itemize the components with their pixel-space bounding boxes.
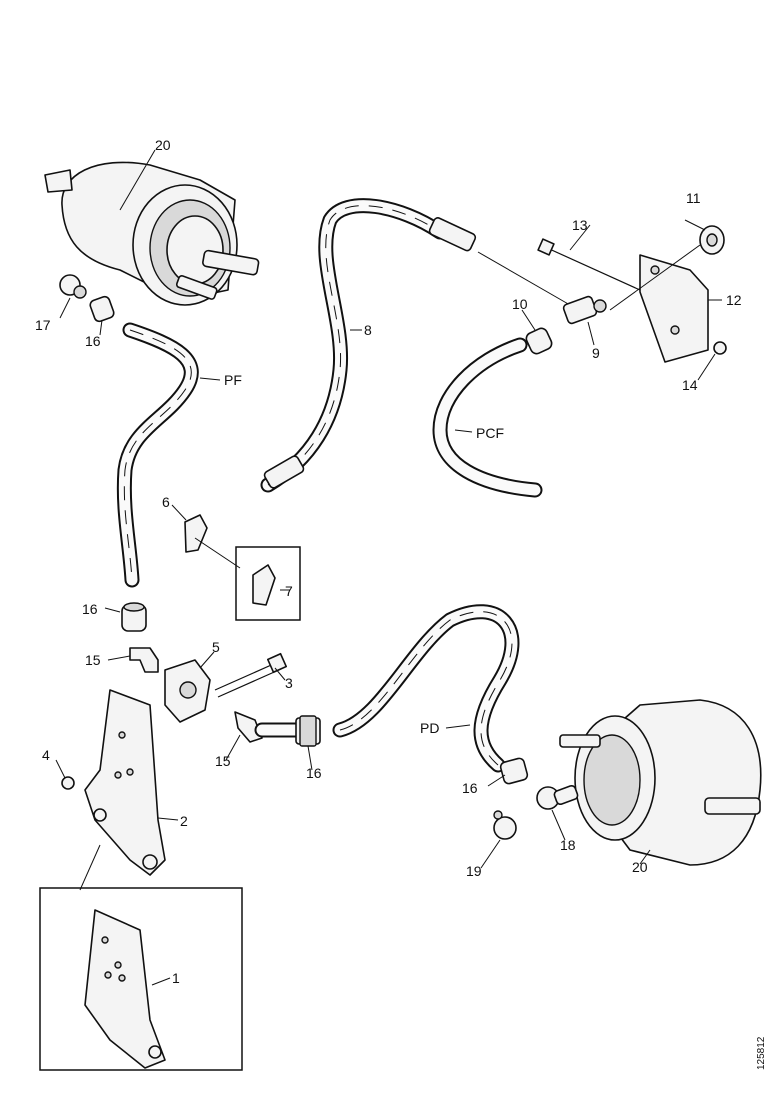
label-18: 18 xyxy=(560,837,576,853)
valve-5 xyxy=(164,659,211,723)
fitting-10 xyxy=(525,327,553,355)
label-19: 19 xyxy=(466,863,482,879)
bolt-13 xyxy=(537,238,641,291)
fitting-17 xyxy=(59,274,87,299)
label-1: 1 xyxy=(172,970,180,986)
connector-16-middle xyxy=(295,715,321,747)
label-6: 6 xyxy=(162,494,170,510)
label-pd: PD xyxy=(420,720,439,736)
fitting-16-mid-left xyxy=(121,602,147,632)
fitting-19 xyxy=(493,810,517,840)
label-12: 12 xyxy=(726,292,742,308)
label-17: 17 xyxy=(35,317,51,333)
label-8: 8 xyxy=(364,322,372,338)
brake-chamber-top-left xyxy=(44,161,260,306)
label-9: 9 xyxy=(592,345,600,361)
label-14: 14 xyxy=(682,377,698,393)
fitting-9 xyxy=(562,295,607,325)
elbow-6 xyxy=(184,514,208,553)
elbow-15-lower xyxy=(234,711,263,743)
nut-4 xyxy=(61,776,75,790)
label-15-left: 15 xyxy=(85,652,101,668)
brake-chamber-lower-right xyxy=(559,699,762,866)
hose-8 xyxy=(260,198,477,493)
label-5: 5 xyxy=(212,639,220,655)
label-3: 3 xyxy=(285,675,293,691)
fitting-16-lower-right xyxy=(499,757,529,785)
label-11: 11 xyxy=(686,190,701,206)
label-7: 7 xyxy=(285,583,293,599)
reference-number: 125812 xyxy=(756,1036,767,1070)
bracket-12 xyxy=(639,254,709,363)
bolt-3 xyxy=(214,652,288,698)
label-20-top: 20 xyxy=(155,137,171,153)
hose-pcf xyxy=(432,337,543,498)
fitting-16-top xyxy=(89,295,115,323)
hose-pf xyxy=(116,322,199,588)
bracket-2 xyxy=(84,689,166,876)
label-4: 4 xyxy=(42,747,50,763)
label-13: 13 xyxy=(572,217,588,233)
detail-box-1 xyxy=(39,844,243,1071)
elbow-15-left xyxy=(129,647,159,673)
label-16-lower-right: 16 xyxy=(462,780,478,796)
nut-14 xyxy=(713,341,727,355)
label-15-lower: 15 xyxy=(215,753,231,769)
label-16-top: 16 xyxy=(85,333,101,349)
label-20-lower: 20 xyxy=(632,859,648,875)
label-16-mid-left: 16 xyxy=(82,601,98,617)
label-16-middle: 16 xyxy=(306,765,322,781)
washer-11 xyxy=(699,225,725,255)
hose-pd xyxy=(254,604,520,773)
label-pf: PF xyxy=(224,372,242,388)
detail-box-7 xyxy=(194,537,301,621)
label-2: 2 xyxy=(180,813,188,829)
label-10: 10 xyxy=(512,296,528,312)
label-pcf: PCF xyxy=(476,425,504,441)
fitting-18 xyxy=(536,784,579,810)
